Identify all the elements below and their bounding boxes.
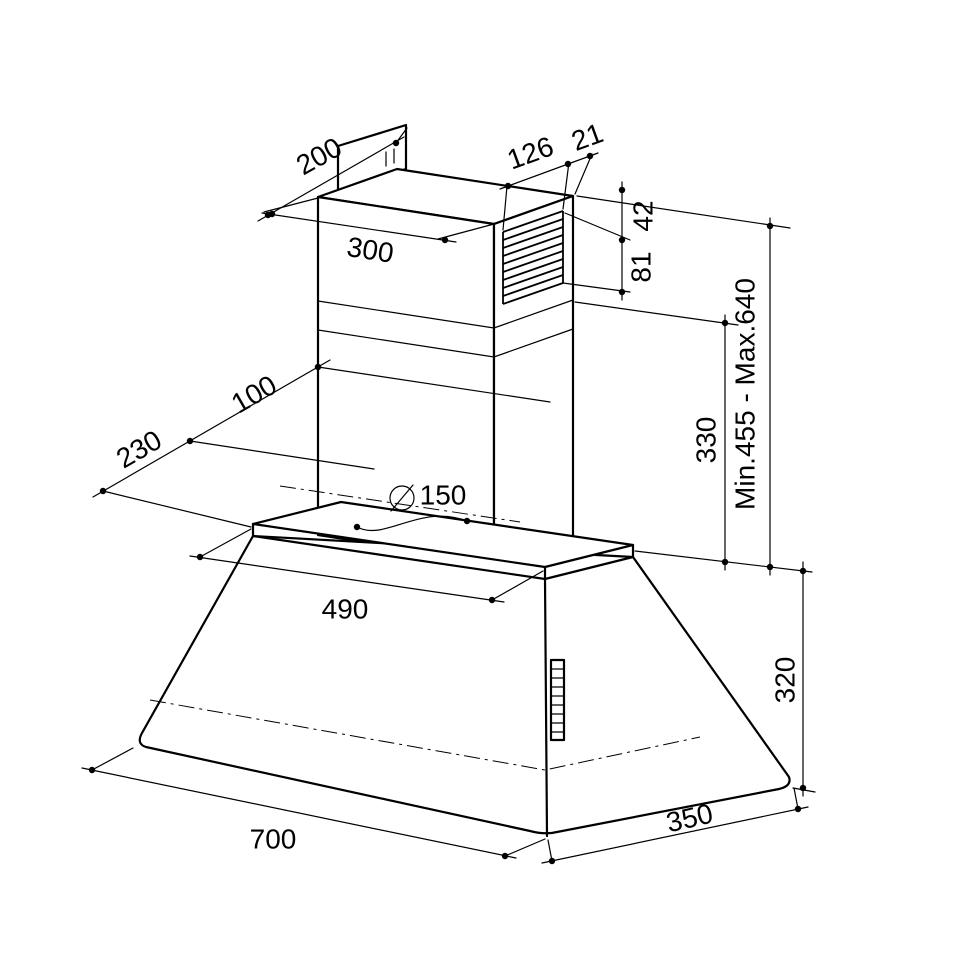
dim-label-150: 150	[420, 479, 467, 510]
dim-label-300: 300	[345, 231, 396, 269]
dim-label-490: 490	[322, 593, 369, 624]
dim-label-81: 81	[625, 251, 656, 282]
chimney-seam	[317, 328, 574, 358]
dim-label-100: 100	[226, 369, 282, 419]
vent-grille-icon	[502, 210, 564, 305]
hood-top-rim	[251, 500, 635, 581]
duct-outlet	[353, 484, 471, 532]
dimension-end-dots	[88, 139, 807, 865]
dim-label-330: 330	[690, 417, 721, 464]
hood-front-right-edge	[543, 577, 549, 838]
dim-label-42: 42	[627, 200, 658, 231]
dim-label-230: 230	[111, 424, 167, 474]
chimney-seam	[317, 299, 574, 329]
dim-label-min-max: Min.455 - Max.640	[729, 278, 760, 510]
diameter-symbol-icon	[389, 485, 415, 511]
duct-leader-curve	[356, 515, 468, 532]
hood-body	[138, 534, 791, 838]
centerlines	[149, 485, 701, 771]
dim-label-700: 700	[250, 823, 297, 854]
diameter-symbol-icon	[390, 484, 414, 512]
dimension-lines	[81, 127, 816, 864]
control-strip	[549, 658, 566, 742]
dim-label-320: 320	[769, 657, 800, 704]
dim-label-126: 126	[503, 130, 558, 175]
dim-label-21: 21	[567, 117, 607, 157]
